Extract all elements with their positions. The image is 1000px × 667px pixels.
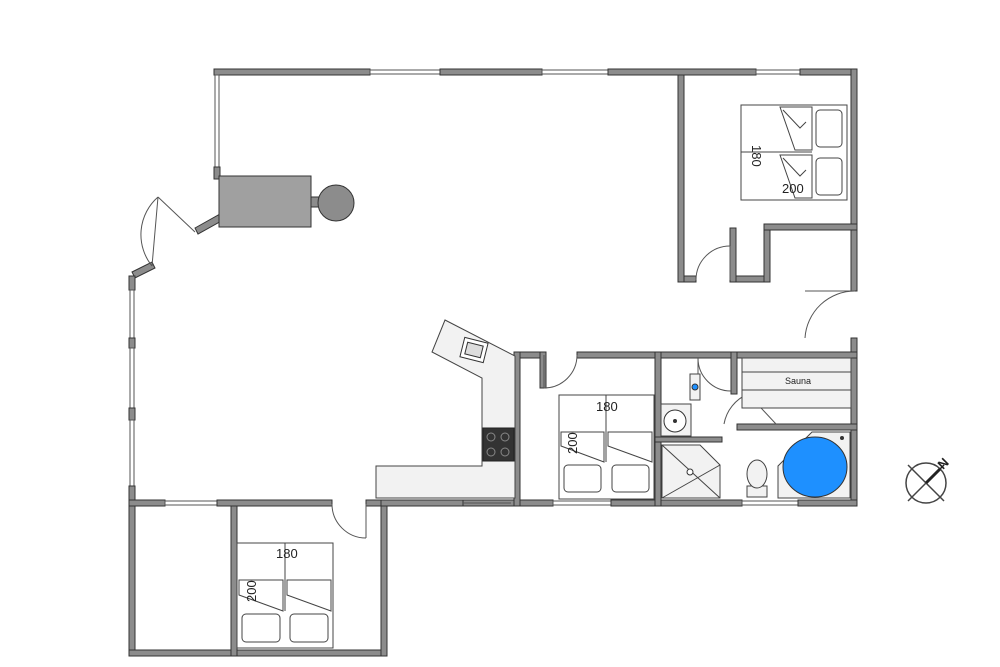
sauna-label: Sauna — [785, 376, 811, 386]
washbasin — [660, 403, 692, 437]
interior-walls — [230, 74, 858, 657]
shower — [661, 444, 721, 499]
fireplace — [218, 175, 355, 228]
master-bed-length: 200 — [782, 181, 804, 196]
sauna — [741, 357, 852, 409]
lower-bed — [236, 542, 334, 649]
lower-bed-length: 200 — [244, 580, 259, 602]
lower-bed-width: 180 — [276, 546, 298, 561]
bathtub — [777, 431, 851, 499]
middle-bed-width: 180 — [596, 399, 618, 414]
middle-bed — [558, 394, 655, 500]
middle-bed-length: 200 — [565, 432, 580, 454]
toilet — [746, 459, 768, 498]
master-bed — [740, 104, 848, 201]
bathroom-fixtures — [660, 373, 851, 499]
kitchen-counter — [375, 319, 516, 499]
washing-machine — [689, 373, 701, 401]
master-bed-width: 180 — [749, 145, 764, 167]
compass-icon — [905, 462, 947, 504]
stove — [482, 427, 515, 462]
sink — [459, 336, 489, 364]
